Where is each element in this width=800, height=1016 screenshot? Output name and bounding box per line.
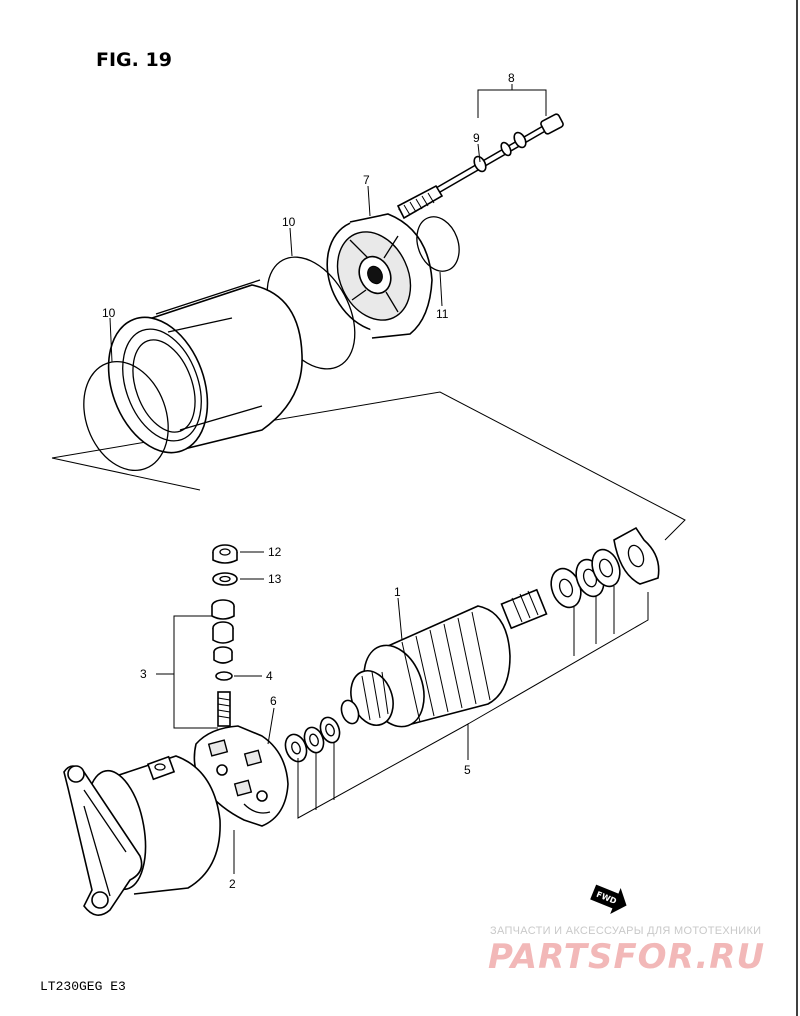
- yoke-housing: [107, 279, 303, 454]
- callout-1: 1: [394, 585, 401, 599]
- washer-set-5-left: [284, 716, 341, 763]
- watermark-tagline: ЗАПЧАСТИ И АКСЕССУАРЫ ДЛЯ МОТОТЕХНИКИ: [490, 925, 761, 937]
- callout-5: 5: [464, 763, 471, 777]
- callout-3: 3: [140, 667, 147, 681]
- terminal-bolt: [217, 691, 231, 727]
- through-bolt: [396, 113, 564, 220]
- o-ring-10-lower: [83, 360, 169, 472]
- watermark-logo: PARTSFOR.RU: [488, 937, 765, 977]
- callout-6: 6: [270, 694, 277, 708]
- callout-labels: 8 9 7 10 10 11 1 12 13 3 4 6 5 2: [102, 71, 515, 891]
- callout-7: 7: [363, 173, 370, 187]
- figure-title: FIG. 19: [96, 49, 172, 71]
- callout-12: 12: [268, 545, 282, 559]
- callout-8: 8: [508, 71, 515, 85]
- washer-13: [212, 572, 238, 586]
- washer-4: [215, 671, 233, 681]
- armature: [340, 588, 548, 728]
- callout-10-lower: 10: [102, 306, 116, 320]
- leader-lines: [109, 84, 649, 874]
- brush-holder-6: [193, 725, 289, 827]
- terminal-hardware-3: [211, 599, 235, 664]
- model-code: LT230GEG E3: [40, 979, 126, 994]
- washer-set-5-right: [550, 526, 660, 609]
- end-cover: [326, 213, 433, 339]
- watermark: ЗАПЧАСТИ И АКСЕССУАРЫ ДЛЯ МОТОТЕХНИКИ PA…: [488, 925, 765, 977]
- o-ring-11: [416, 216, 460, 272]
- callout-10-upper: 10: [282, 215, 296, 229]
- fwd-arrow-badge: FWD: [590, 884, 627, 914]
- commutator-end-housing-2: [63, 755, 221, 916]
- nut-12: [212, 544, 238, 564]
- callout-2: 2: [229, 877, 236, 891]
- callout-13: 13: [268, 572, 282, 586]
- callout-4: 4: [266, 669, 273, 683]
- callout-11: 11: [436, 307, 449, 321]
- callout-9: 9: [473, 131, 480, 145]
